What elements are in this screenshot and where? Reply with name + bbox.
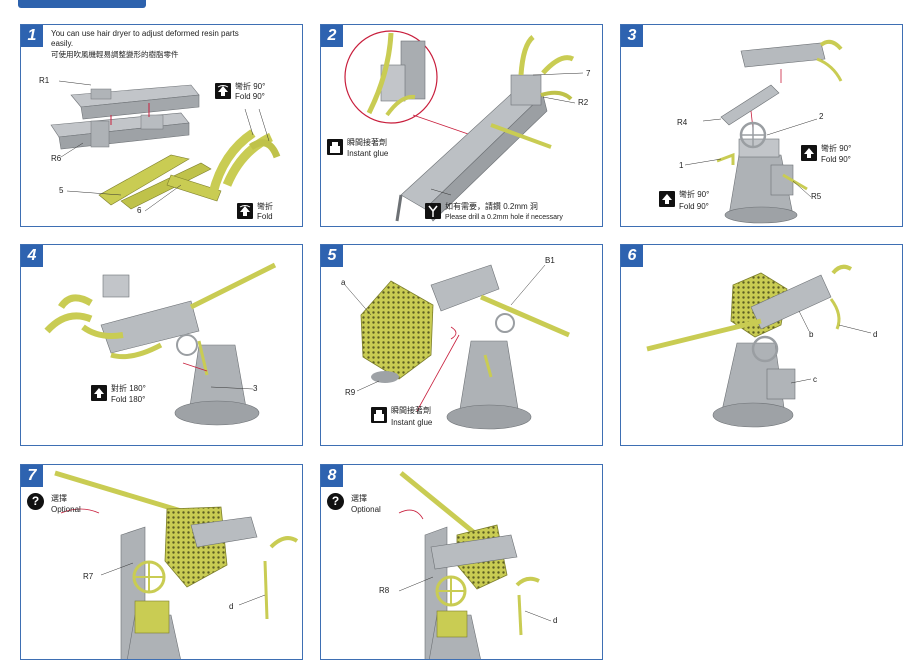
optional-zh: 選擇 xyxy=(351,494,367,503)
fold-arrow-icon xyxy=(237,203,253,219)
label-part-2: 2 xyxy=(819,112,824,121)
drill-en: Please drill a 0.2mm hole if necessary xyxy=(445,214,563,221)
step-1-note-zh: 可使用吹風機輕易調整變形的樹脂零件 xyxy=(51,50,179,59)
label-r7: R7 xyxy=(83,572,94,581)
step-5-panel: 5 a B1 R9 瞬間接著劑 Instant glue xyxy=(320,244,603,446)
step-5-illustration xyxy=(344,264,570,430)
fold-en: Fold xyxy=(257,212,273,221)
step-1-panel: 1 You can use hair dryer to adjust defor… xyxy=(20,24,303,227)
fold-90-en: Fold 90° xyxy=(821,155,851,164)
label-b: b xyxy=(809,330,814,339)
step-4-panel: 4 3 對折 180° Fold 180° xyxy=(20,244,303,446)
optional-en: Optional xyxy=(351,505,381,514)
label-d: d xyxy=(553,616,558,625)
fold-arrow-icon xyxy=(91,385,107,401)
fold-180-en: Fold 180° xyxy=(111,395,146,404)
label-part-7: 7 xyxy=(586,69,591,78)
fold-90-zh: 彎折 90° xyxy=(821,144,852,153)
step-8-illustration xyxy=(398,471,552,659)
glue-zh: 瞬間接著劑 xyxy=(391,406,431,415)
drill-zh: 如有需要，請鑽 0.2mm 洞 xyxy=(445,202,538,211)
label-part-5: 5 xyxy=(59,186,64,195)
step-3-panel: 3 R4 2 1 R5 彎折 90° Fold 90° xyxy=(620,24,903,227)
label-r4: R4 xyxy=(677,118,688,127)
step-number: 7 xyxy=(21,465,43,487)
header-bar xyxy=(18,0,146,8)
step-8-panel: 8 ? 選擇 Optional R8 d xyxy=(320,464,603,660)
label-d: d xyxy=(229,602,234,611)
step-6-panel: 6 b d c xyxy=(620,244,903,446)
step-number: 5 xyxy=(321,245,343,267)
step-6-illustration xyxy=(646,264,872,428)
drill-icon xyxy=(425,203,441,219)
glue-en: Instant glue xyxy=(347,149,389,158)
step-2-panel: 2 7 R2 瞬間接著劑 Instant glue 如有需要，請鑽 0.2mm … xyxy=(320,24,603,227)
label-b1: B1 xyxy=(545,256,555,265)
fold-arrow-icon xyxy=(215,83,231,99)
glue-bottle-icon xyxy=(327,139,343,155)
fold-90-zh: 彎折 90° xyxy=(235,82,266,91)
label-c: c xyxy=(813,375,817,384)
question-mark-icon: ? xyxy=(27,493,44,510)
label-part-3: 3 xyxy=(253,384,258,393)
label-r1: R1 xyxy=(39,76,50,85)
fold-arrow-icon xyxy=(801,145,817,161)
step-1-note-en: You can use hair dryer to adjust deforme… xyxy=(51,29,251,48)
label-a: a xyxy=(341,278,346,287)
fold-90-zh: 彎折 90° xyxy=(679,190,710,199)
fold-180-zh: 對折 180° xyxy=(111,384,146,393)
step-1-illustration xyxy=(50,80,281,212)
question-mark-icon: ? xyxy=(327,493,344,510)
label-part-1: 1 xyxy=(679,161,684,170)
optional-en: Optional xyxy=(51,505,81,514)
step-number: 8 xyxy=(321,465,343,487)
label-r5: R5 xyxy=(811,192,822,201)
fold-arrow-icon xyxy=(659,191,675,207)
step-7-panel: 7 ? 選擇 Optional R7 d xyxy=(20,464,303,660)
step-number: 4 xyxy=(21,245,43,267)
step-number: 2 xyxy=(321,25,343,47)
step-2-illustration xyxy=(344,30,584,222)
step-number: 1 xyxy=(21,25,43,47)
step-number: 3 xyxy=(621,25,643,47)
step-number: 6 xyxy=(621,245,643,267)
step-7-illustration xyxy=(54,470,299,659)
label-r8: R8 xyxy=(379,586,390,595)
fold-90-en: Fold 90° xyxy=(235,92,265,101)
glue-en: Instant glue xyxy=(391,418,433,427)
label-r6: R6 xyxy=(51,154,62,163)
step-3-illustration xyxy=(684,39,843,224)
glue-bottle-icon xyxy=(371,407,387,423)
step-4-illustration xyxy=(44,262,277,426)
label-d: d xyxy=(873,330,878,339)
label-r9: R9 xyxy=(345,388,356,397)
label-part-6: 6 xyxy=(137,206,142,215)
optional-zh: 選擇 xyxy=(51,494,67,503)
label-r2: R2 xyxy=(578,98,589,107)
glue-zh: 瞬間接著劑 xyxy=(347,138,387,147)
fold-90-en: Fold 90° xyxy=(679,202,709,211)
fold-zh: 彎折 xyxy=(257,202,273,211)
note-en-text: You can use hair dryer to adjust deforme… xyxy=(51,29,239,48)
